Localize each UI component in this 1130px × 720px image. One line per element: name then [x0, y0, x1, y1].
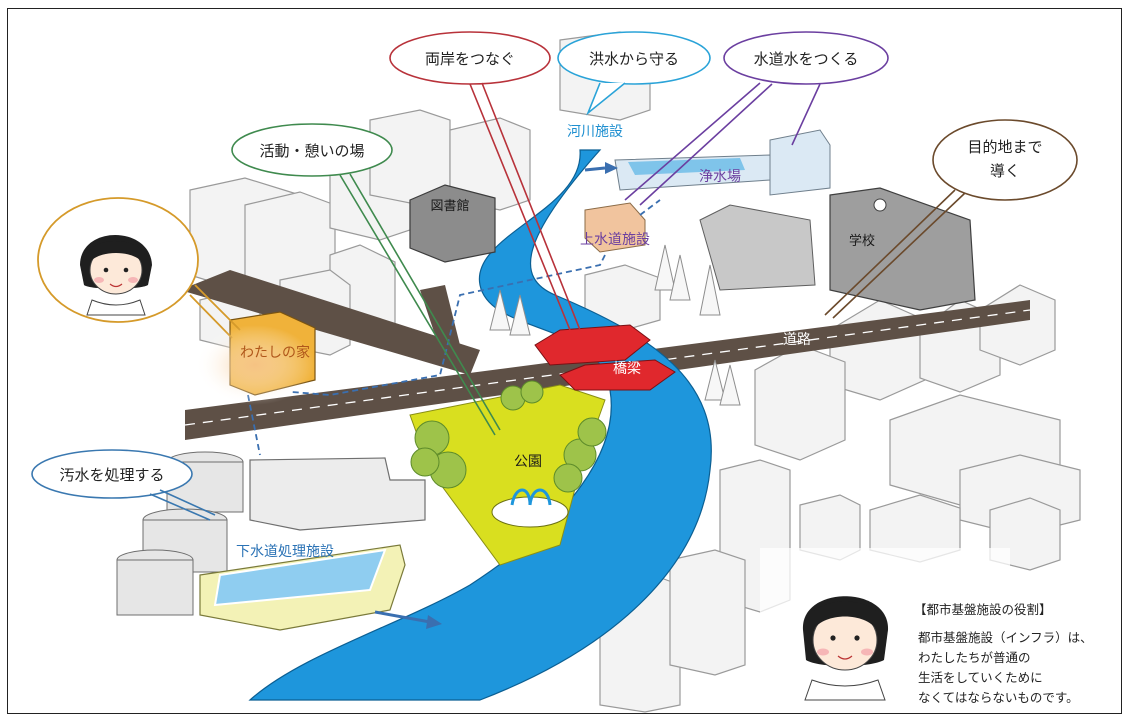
label-sewage-plant: 下水道処理施設 [236, 544, 334, 560]
water-supply-building [584, 202, 646, 253]
role-note: 【都市基盤施設の役割】 都市基盤施設（インフラ）は、 わたしたちが普通の 生活を… [914, 600, 1128, 708]
role-note-line-1: 都市基盤施設（インフラ）は、 [918, 630, 1093, 645]
callout-park: 活動・憩いの場 [231, 123, 501, 436]
label-water-supply: 上水道施設 [580, 232, 650, 248]
callout-park-text: 活動・憩いの場 [259, 142, 364, 160]
callout-flood: 洪水から守る [557, 31, 711, 116]
label-river: 河川施設 [567, 124, 623, 140]
bridge [534, 324, 676, 391]
role-note-line-4: なくてはならないものです。 [918, 690, 1079, 705]
callout-sewage-text: 汚水を処理する [59, 466, 164, 484]
library-building [409, 184, 496, 263]
label-bridge: 橋梁 [613, 361, 641, 377]
callout-sewage: 汚水を処理する [31, 449, 216, 521]
label-road: 道路 [783, 332, 811, 348]
arrow-head-sewage [426, 615, 442, 629]
purification-plant [614, 129, 831, 196]
flow-arrows [374, 166, 606, 624]
water-pipes [247, 199, 661, 456]
arrow-head-purify [605, 162, 618, 174]
label-purification: 浄水場 [699, 169, 741, 185]
school-building [699, 187, 976, 311]
river [248, 149, 712, 701]
callout-bridge-text: 両岸をつなぐ [425, 50, 515, 68]
pine-trees [489, 244, 741, 406]
callout-road: 目的地まで 導く [824, 119, 1078, 319]
girl-portrait-bottom [774, 577, 916, 703]
callout-bridge: 両岸をつなぐ [389, 31, 581, 331]
girl-portrait-top [37, 197, 241, 339]
house-glow [195, 325, 315, 405]
sewage-plant [116, 451, 426, 631]
callout-road-text-2: 導く [990, 162, 1020, 180]
label-park: 公園 [514, 454, 542, 470]
callout-water-text: 水道水をつくる [754, 50, 859, 68]
callout-water: 水道水をつくる [624, 31, 889, 206]
role-note-line-3: 生活をしていくために [918, 670, 1043, 685]
label-my-house: わたしの家 [240, 344, 310, 361]
callout-flood-text: 洪水から守る [589, 50, 679, 68]
role-note-title: 【都市基盤施設の役割】 [914, 602, 1052, 617]
callout-road-text-1: 目的地まで [967, 138, 1042, 156]
label-library: 図書館 [430, 199, 469, 214]
role-note-line-2: わたしたちが普通の [918, 650, 1031, 665]
park-trees [410, 380, 607, 493]
fountain-water [510, 488, 552, 506]
frame-border [7, 8, 1122, 714]
label-school: 学校 [849, 233, 875, 249]
